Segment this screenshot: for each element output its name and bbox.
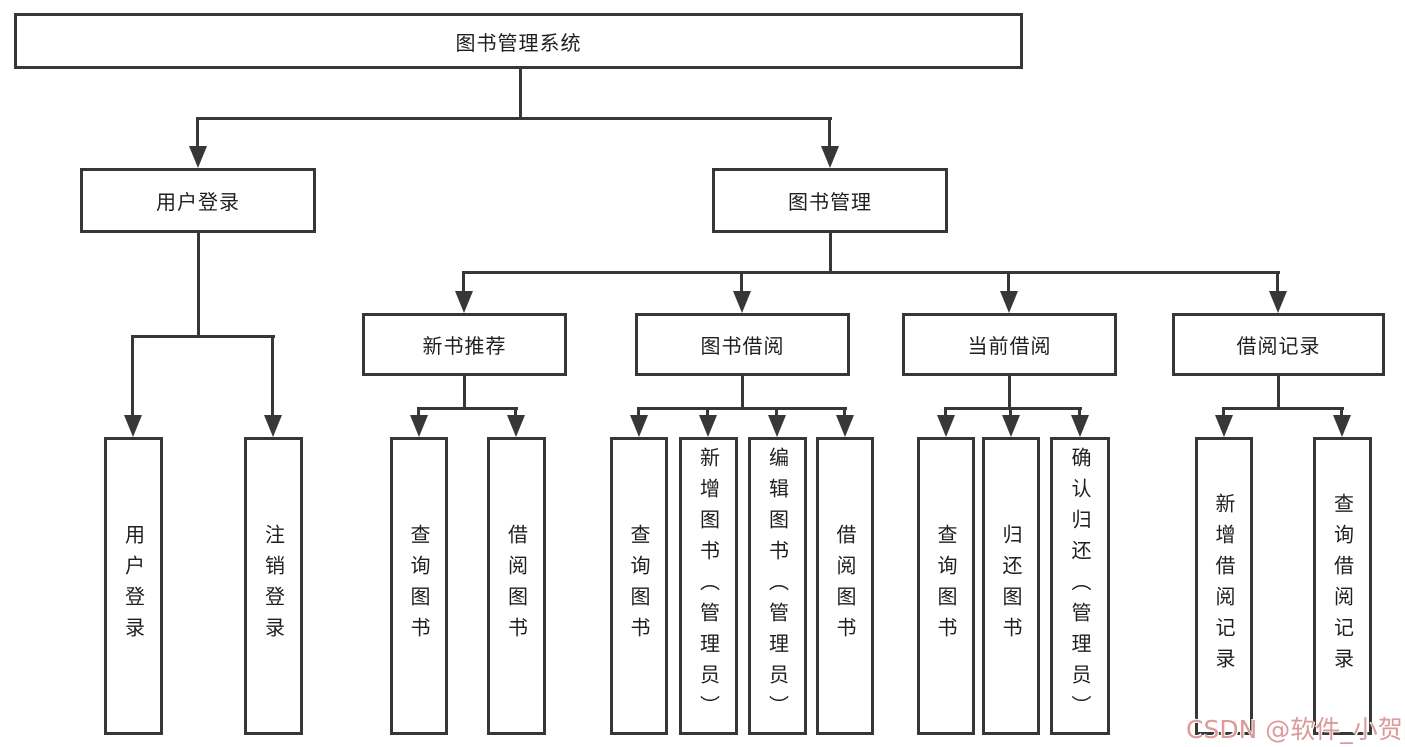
leaf-add-books-admin: 新增图书（管理员）: [679, 437, 738, 735]
leaf-user-login: 用户登录: [104, 437, 163, 735]
node-new-book-recommend: 新书推荐: [362, 313, 567, 376]
connector-arrow: [1071, 407, 1089, 437]
node-label: 查询图书: [934, 524, 958, 648]
connector-arrow: [768, 407, 786, 437]
connector-arrow: [507, 407, 525, 437]
csdn-watermark: CSDN @软件_小贺同学: [1186, 715, 1405, 744]
connector-line: [463, 271, 1280, 274]
leaf-query-books-1: 查询图书: [390, 437, 448, 735]
connector-line: [1008, 376, 1011, 407]
leaf-query-books-3: 查询图书: [917, 437, 975, 735]
connector-arrow: [410, 407, 428, 437]
connector-arrow: [1333, 407, 1351, 437]
connector-line: [829, 232, 832, 271]
leaf-confirm-return-admin: 确认归还（管理员）: [1050, 437, 1110, 735]
node-label: 借阅图书: [504, 524, 529, 648]
node-label: 图书借阅: [700, 334, 785, 358]
connector-arrow: [264, 335, 282, 437]
node-borrow-records: 借阅记录: [1172, 313, 1385, 376]
node-label: 注销登录: [261, 524, 286, 648]
connector-arrow: [1002, 407, 1020, 437]
connector-line: [463, 376, 466, 407]
connector-arrow: [1269, 271, 1287, 313]
leaf-edit-books-admin: 编辑图书（管理员）: [748, 437, 807, 735]
node-label: 新增借阅记录: [1212, 493, 1236, 679]
leaf-query-books-2: 查询图书: [610, 437, 668, 735]
node-label: 借阅记录: [1236, 334, 1321, 358]
node-label: 确认归还（管理员）: [1068, 446, 1092, 726]
node-label: 新书推荐: [422, 334, 507, 358]
node-label: 借阅图书: [833, 524, 857, 648]
node-label: 查询图书: [627, 524, 651, 648]
node-label: 新增图书（管理员）: [696, 446, 721, 726]
connector-arrow: [124, 335, 142, 437]
leaf-logout: 注销登录: [244, 437, 303, 735]
connector-line: [741, 376, 744, 407]
connector-arrow: [455, 271, 473, 313]
connector-line: [132, 335, 275, 338]
connector-line: [197, 117, 832, 120]
connector-arrow: [189, 117, 207, 168]
connector-line: [1223, 407, 1344, 410]
node-label: 查询图书: [407, 524, 431, 648]
connector-line: [945, 407, 1082, 410]
node-label: 编辑图书（管理员）: [765, 446, 790, 726]
connector-arrow: [630, 407, 648, 437]
connector-arrow: [937, 407, 955, 437]
node-library-system: 图书管理系统: [14, 13, 1023, 69]
connector-arrow: [1215, 407, 1233, 437]
leaf-query-borrow-record: 查询借阅记录: [1313, 437, 1372, 735]
connector-line: [1277, 376, 1280, 407]
connector-line: [197, 232, 200, 335]
connector-arrow: [836, 407, 854, 437]
leaf-borrow-books-2: 借阅图书: [816, 437, 874, 735]
node-current-borrowing: 当前借阅: [902, 313, 1117, 376]
node-label: 查询借阅记录: [1330, 493, 1355, 679]
connector-line: [418, 407, 518, 410]
connector-arrow: [821, 117, 839, 168]
node-label: 图书管理: [788, 190, 872, 214]
node-user-login: 用户登录: [80, 168, 316, 233]
connector-line: [519, 68, 522, 117]
leaf-add-borrow-record: 新增借阅记录: [1195, 437, 1253, 735]
connector-arrow: [1000, 271, 1018, 313]
node-book-borrowing: 图书借阅: [635, 313, 850, 376]
connector-arrow: [733, 271, 751, 313]
leaf-return-books: 归还图书: [982, 437, 1040, 735]
node-label: 用户登录: [156, 190, 240, 214]
connector-line: [638, 407, 847, 410]
connector-arrow: [699, 407, 717, 437]
node-book-management: 图书管理: [712, 168, 948, 233]
node-label: 当前借阅: [967, 334, 1052, 358]
node-label: 用户登录: [121, 524, 146, 648]
node-label: 归还图书: [999, 524, 1023, 648]
leaf-borrow-books-1: 借阅图书: [487, 437, 546, 735]
node-label: 图书管理系统: [455, 30, 582, 55]
